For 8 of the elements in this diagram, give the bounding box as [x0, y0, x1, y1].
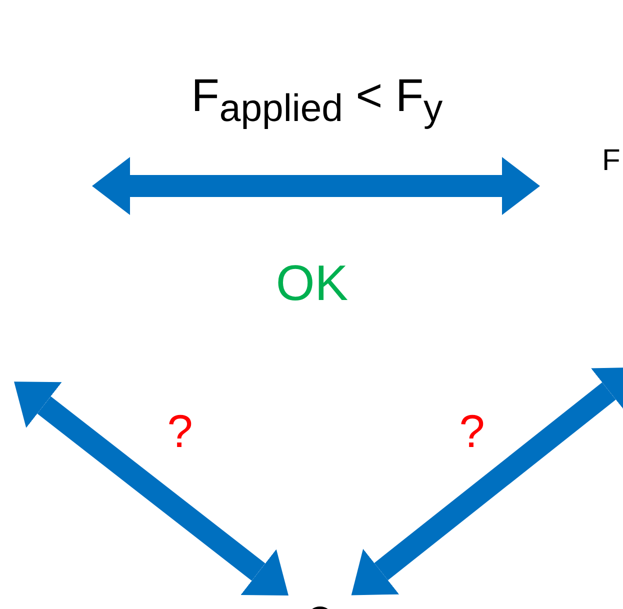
double-arrow	[351, 367, 623, 596]
node-label: F	[602, 146, 620, 176]
edge-label: ?	[167, 408, 193, 454]
edge-label: F$_{applied}$ < F$_{y}$	[191, 72, 443, 129]
double-arrow	[14, 382, 288, 596]
status-label: OK	[276, 258, 348, 308]
edge-label: ?	[459, 408, 485, 454]
double-arrow	[92, 157, 540, 215]
